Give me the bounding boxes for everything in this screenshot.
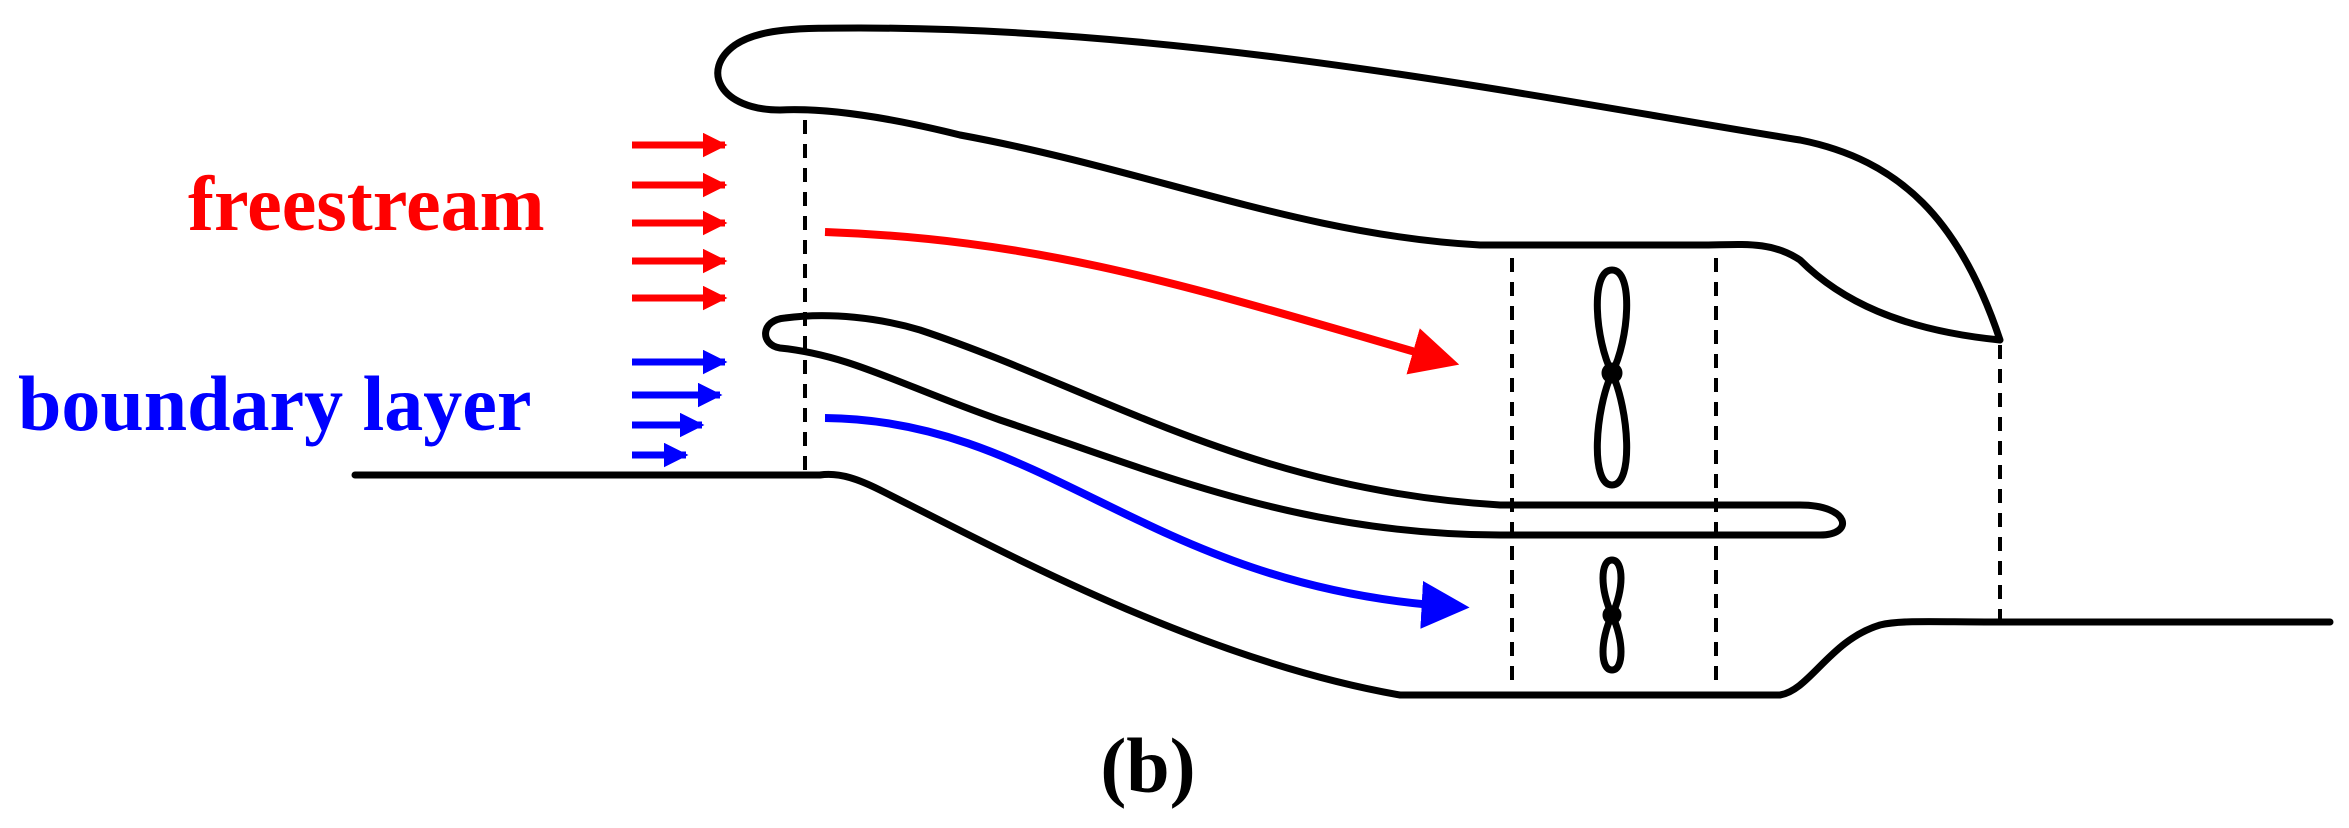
splitter <box>762 312 1846 539</box>
lower-fan-icon <box>1599 556 1625 674</box>
boundary-layer-flow-arrow <box>824 414 1470 629</box>
freestream-flow-arrow <box>824 228 1460 375</box>
freestream-velocity-profile <box>632 132 728 311</box>
fuselage-lower <box>351 470 2334 699</box>
upper-nacelle <box>714 24 2004 344</box>
boundary-layer-label: boundary layer <box>18 360 532 447</box>
upper-fan-icon <box>1593 266 1631 489</box>
boundary-layer-velocity-profile <box>632 349 728 468</box>
freestream-label: freestream <box>188 160 545 247</box>
figure-caption: (b) <box>1100 722 1195 809</box>
